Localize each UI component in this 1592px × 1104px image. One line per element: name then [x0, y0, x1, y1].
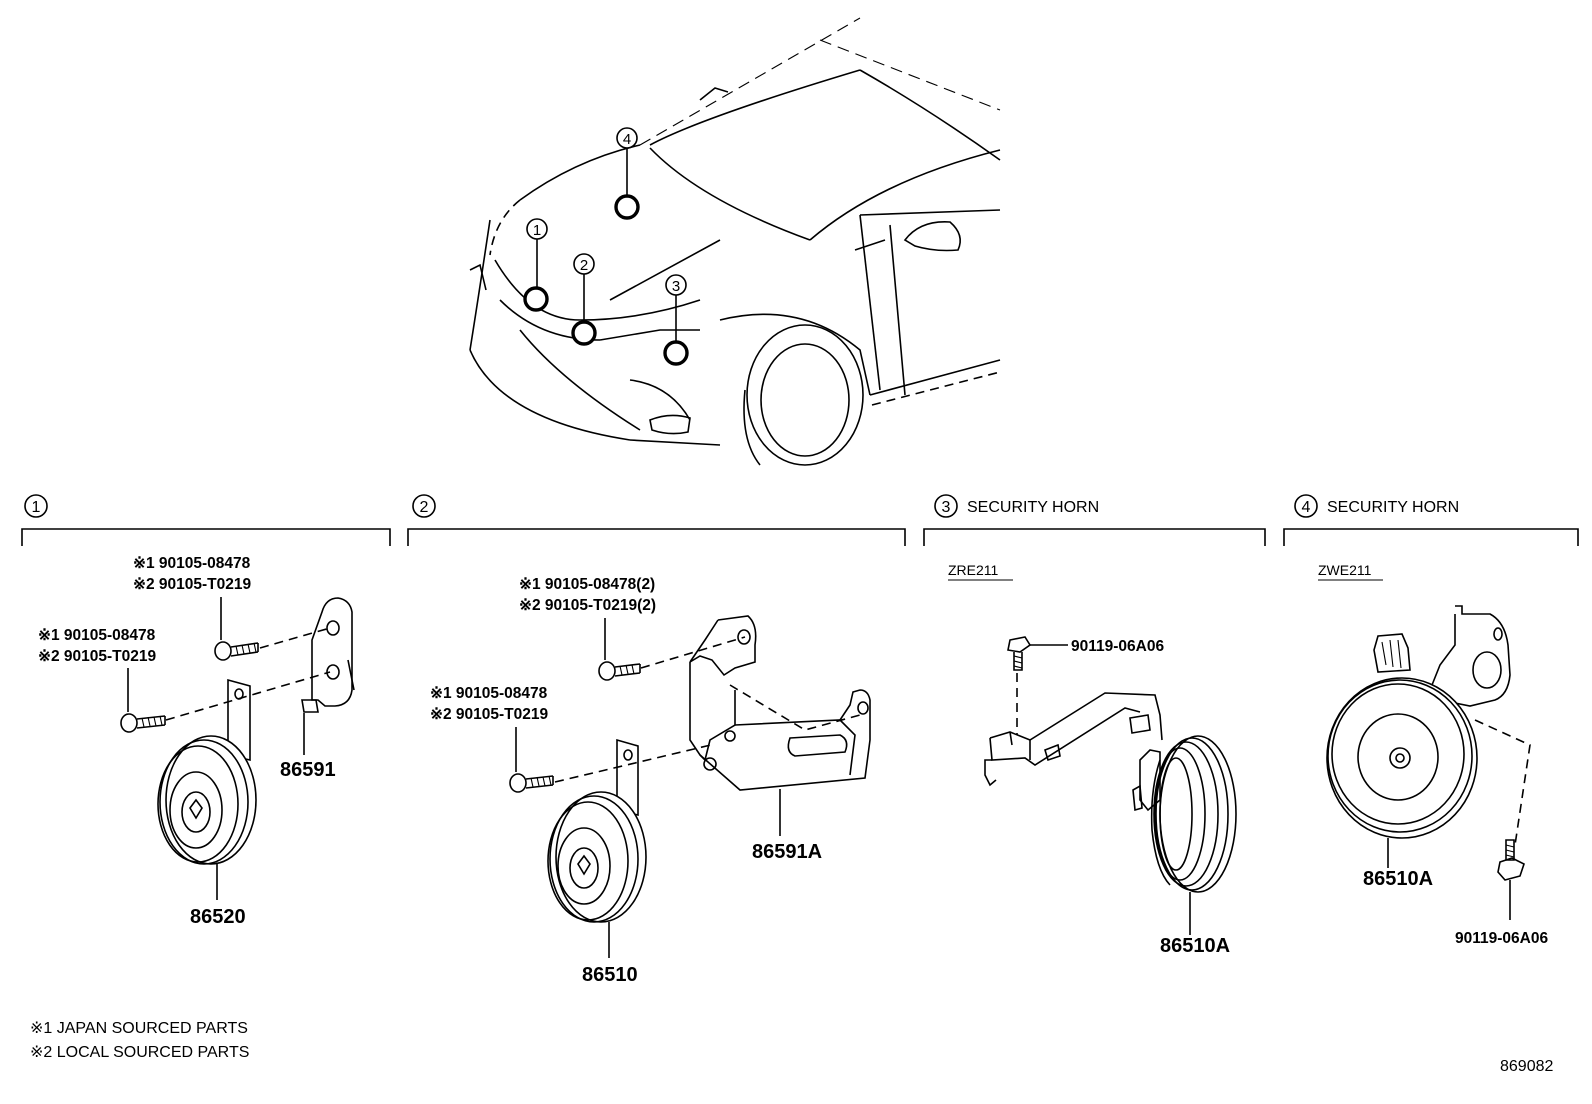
bolt-part-number: ※1 90105-08478	[38, 627, 156, 644]
location-dot	[614, 194, 640, 220]
section-4-parts: 86510A 90119-06A06	[1326, 605, 1548, 947]
bracket-86591A	[689, 615, 871, 836]
section-number: 3	[942, 499, 951, 516]
bracket-security-horn	[1429, 605, 1511, 707]
section-3-header: 3 SECURITY HORN ZRE211	[923, 494, 1266, 581]
marker-label: 3	[672, 278, 680, 295]
location-dot	[571, 320, 597, 346]
section-1-header: 1	[21, 494, 391, 546]
section-number: 2	[420, 499, 429, 516]
note-japan-sourced: ※1 JAPAN SOURCED PARTS	[30, 1020, 248, 1037]
section-title: SECURITY HORN	[1327, 499, 1459, 516]
note-local-sourced: ※2 LOCAL SOURCED PARTS	[30, 1044, 249, 1061]
horn-86510A	[1132, 735, 1237, 935]
location-dot	[523, 286, 549, 312]
bolt-icon	[214, 597, 259, 661]
bolt-part-number: ※1 90105-08478	[430, 685, 548, 702]
diagram-number: 869082	[1500, 1058, 1553, 1075]
marker-label: 1	[533, 222, 541, 239]
overview-marker-1: 1	[523, 218, 549, 312]
overview-marker-3: 3	[663, 274, 689, 366]
section-number: 1	[32, 499, 41, 516]
bolt-icon	[598, 618, 641, 681]
bracket-security-horn	[984, 692, 1163, 787]
bolt-part-number-alt: ※2 90105-T0219	[133, 576, 252, 593]
bolt-icon	[120, 668, 166, 733]
section-3-parts: 90119-06A06 86510A	[984, 636, 1237, 957]
part-number-label: 86591A	[752, 841, 822, 863]
bolt-icon	[1497, 839, 1525, 920]
part-number-label: 86510A	[1363, 868, 1433, 890]
location-dot	[663, 340, 689, 366]
model-code: ZWE211	[1318, 562, 1372, 578]
model-code: ZRE211	[948, 562, 999, 578]
section-4-header: 4 SECURITY HORN ZWE211	[1283, 494, 1579, 581]
section-2-header: 2	[407, 494, 906, 546]
horn-86510	[547, 738, 647, 958]
bolt-part-number: ※1 90105-08478(2)	[519, 576, 655, 593]
part-number-label: 86591	[280, 759, 336, 781]
marker-label: 2	[580, 257, 588, 274]
section-title: SECURITY HORN	[967, 499, 1099, 516]
section-2-parts: ※1 90105-08478(2) ※2 90105-T0219(2) ※1 9…	[430, 576, 871, 986]
bolt-part-number: ※1 90105-08478	[133, 555, 251, 572]
horn-86510A	[1326, 633, 1478, 868]
horn-86520	[157, 678, 257, 900]
bolt-part-number: 90119-06A06	[1071, 638, 1164, 655]
bracket-86591	[301, 597, 355, 755]
car-overview-illustration	[469, 17, 1001, 466]
part-number-label: 86520	[190, 906, 246, 928]
legend-notes: ※1 JAPAN SOURCED PARTS ※2 LOCAL SOURCED …	[30, 1020, 249, 1061]
bolt-part-number: 90119-06A06	[1455, 930, 1548, 947]
bolt-icon	[509, 727, 554, 793]
overview-marker-4: 4	[614, 127, 640, 220]
part-number-label: 86510	[582, 964, 638, 986]
bolt-part-number-alt: ※2 90105-T0219	[38, 648, 157, 665]
part-number-label: 86510A	[1160, 935, 1230, 957]
overview-marker-2: 2	[571, 253, 597, 346]
bolt-part-number-alt: ※2 90105-T0219(2)	[519, 597, 656, 614]
section-1-parts: ※1 90105-08478 ※2 90105-T0219 ※1 90105-0…	[38, 555, 355, 928]
bolt-icon	[1007, 636, 1068, 671]
marker-label: 4	[623, 131, 631, 148]
bolt-part-number-alt: ※2 90105-T0219	[430, 706, 549, 723]
section-number: 4	[1302, 499, 1311, 516]
